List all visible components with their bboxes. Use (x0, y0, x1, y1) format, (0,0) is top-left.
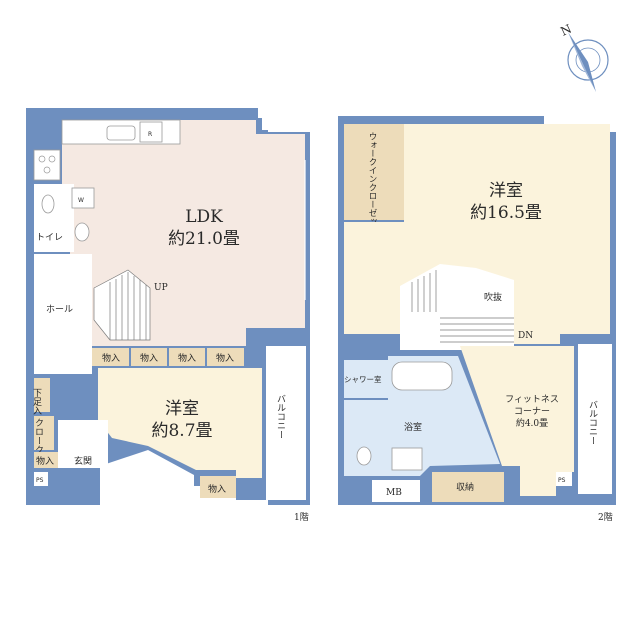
vanity-2f (391, 447, 423, 471)
floor-2-label: 2階 (598, 512, 613, 523)
void-area (400, 264, 514, 350)
toilet-2f (356, 446, 372, 466)
compass-north-label: N (558, 22, 573, 39)
washer (71, 187, 95, 209)
kitchen-sink (106, 125, 136, 141)
balcony-2f-label: バルコニー (587, 400, 598, 445)
walk-in-closet-label: ウォークインクローゼット (367, 132, 377, 234)
ps-2f (556, 472, 572, 486)
storage-label-4: 物入 (216, 352, 234, 364)
ps-1f (34, 472, 48, 486)
mb-label: MB (386, 488, 402, 498)
staircase-up (93, 269, 151, 341)
toilet-room (34, 222, 74, 252)
entry-storage-label: 物入 (36, 455, 54, 467)
ps-2f-label: PS (558, 477, 566, 484)
bay-storage (200, 476, 236, 498)
staircase-down (411, 270, 514, 343)
shower-room-label: シャワー室 (344, 374, 382, 384)
ldk-area: 約21.0畳 (168, 229, 240, 249)
balcony-2f (578, 344, 612, 494)
floor-1: R W トイレ ホール UP LDK 約21.0畳 (26, 108, 310, 523)
refrigerator (139, 121, 163, 143)
balcony-1f (266, 346, 306, 500)
storage-row: 物入 物入 物入 物入 (92, 348, 244, 366)
balcony-1f-label: バルコニー (275, 394, 286, 439)
bay-storage-label: 物入 (208, 483, 226, 495)
washbasin (41, 194, 55, 214)
bathroom (344, 356, 500, 476)
kitchen-stove (33, 149, 61, 181)
fitness-corner (460, 346, 574, 496)
up-label: UP (154, 283, 168, 293)
storage-label-2: 物入 (140, 352, 158, 364)
cloak-storage (34, 416, 54, 450)
ps-1f-label: PS (36, 477, 44, 484)
hall-label: ホール (46, 304, 73, 315)
shoe-storage-label: 下足入 (31, 388, 42, 415)
entrance-label: 玄関 (74, 455, 92, 467)
bathtub (391, 361, 453, 391)
storage-2f-label: 収納 (456, 481, 474, 493)
fitness-area: 約4.0畳 (516, 417, 548, 429)
floor-1-label: 1階 (294, 512, 309, 523)
storage-label-3: 物入 (178, 352, 196, 364)
storage-label-1: 物入 (102, 352, 120, 364)
western-room-1f (98, 368, 262, 478)
bathroom-label: 浴室 (404, 421, 422, 433)
refrigerator-label: R (148, 131, 152, 138)
storage-2f (432, 472, 504, 502)
compass-circle (567, 39, 609, 81)
toilet-label: トイレ (36, 233, 63, 243)
western-room-2f-name: 洋室 (489, 181, 523, 201)
cloak-storage-label: クローク (33, 418, 43, 454)
entry-storage (34, 452, 58, 468)
void-label: 吹抜 (484, 291, 502, 303)
western-room-1f-area: 約8.7畳 (151, 421, 212, 441)
washer-label: W (78, 197, 84, 204)
entrance (58, 420, 108, 468)
shoe-storage (34, 378, 50, 412)
western-room-1f-name: 洋室 (165, 399, 199, 419)
ldk-name: LDK (185, 207, 223, 227)
fitness-line-2: コーナー (514, 406, 550, 417)
walk-in-closet (344, 124, 404, 220)
dn-label: DN (518, 331, 533, 341)
mb-space (372, 480, 420, 502)
fitness-line-1: フィットネス (505, 394, 559, 405)
compass: N (558, 22, 609, 92)
western-room-2f-area: 約16.5畳 (470, 203, 542, 223)
hall (34, 254, 92, 374)
floor-2: ウォークインクローゼット 洋室 約16.5畳 吹抜 DN シャワー室 浴室 フィ… (338, 116, 616, 523)
toilet-fixture (74, 222, 90, 242)
shower-room (344, 360, 388, 398)
